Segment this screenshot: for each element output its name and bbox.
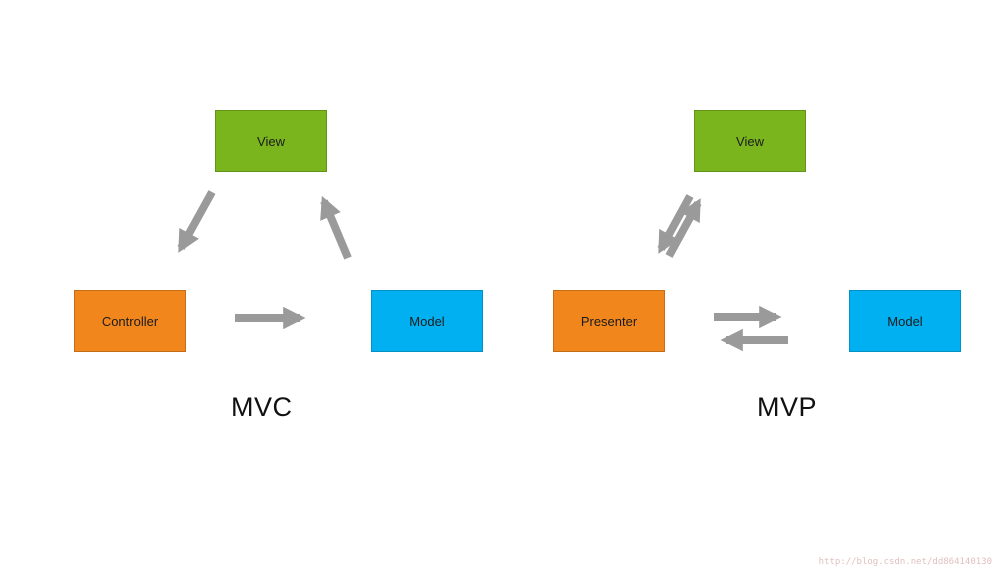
mvp-view-node: View	[694, 110, 806, 172]
mvc-controller-node: Controller	[74, 290, 186, 352]
mvc-title: MVC	[231, 392, 293, 422]
mvp-model-node: Model	[849, 290, 961, 352]
mvc-view-label: View	[257, 133, 285, 149]
mvc-model-label: Model	[409, 313, 445, 329]
mvp-view-label: View	[736, 133, 764, 149]
mvp-title: MVP	[757, 392, 818, 422]
mvp-model-label: Model	[887, 313, 923, 329]
mvc-model-to-view-arrow	[320, 195, 352, 260]
watermark-url: http://blog.csdn.net/dd864140130	[818, 557, 992, 567]
mvp-view-to-presenter-arrow	[657, 194, 694, 254]
mvc-view-node: View	[215, 110, 327, 172]
mvc-view-to-controller-arrow	[177, 190, 216, 253]
mvp-presenter-node: Presenter	[553, 290, 665, 352]
mvc-model-node: Model	[371, 290, 483, 352]
mvp-presenter-to-view-arrow	[665, 198, 702, 258]
mvp-presenter-label: Presenter	[580, 313, 638, 329]
mvc-controller-label: Controller	[101, 313, 159, 329]
